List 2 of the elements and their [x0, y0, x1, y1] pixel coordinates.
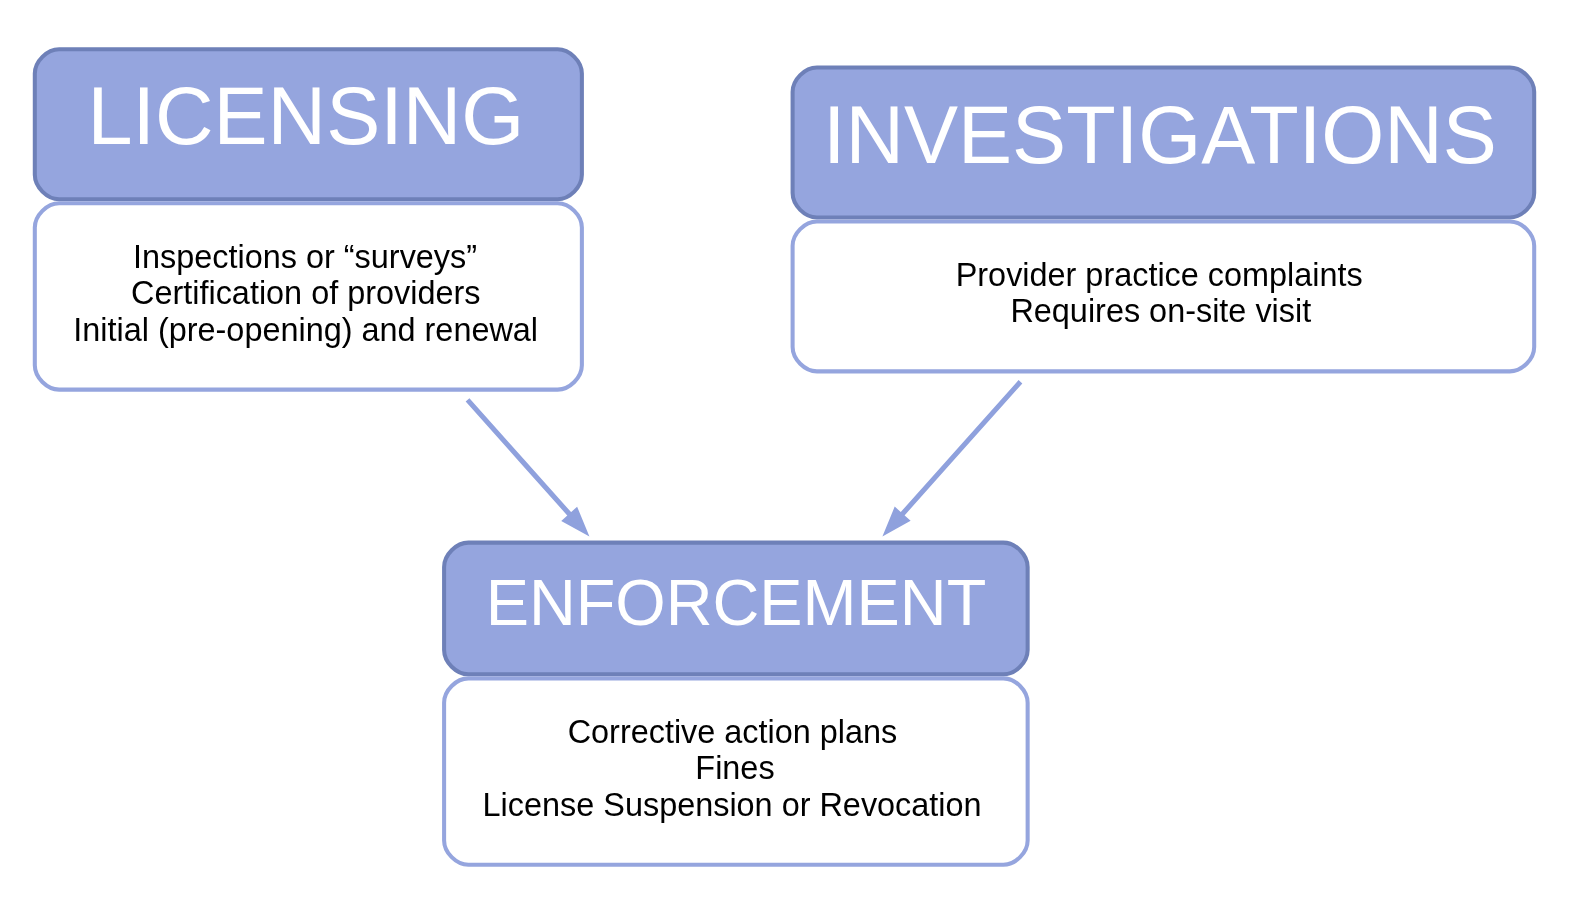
arrow — [465, 397, 590, 537]
arrow — [882, 379, 1023, 536]
